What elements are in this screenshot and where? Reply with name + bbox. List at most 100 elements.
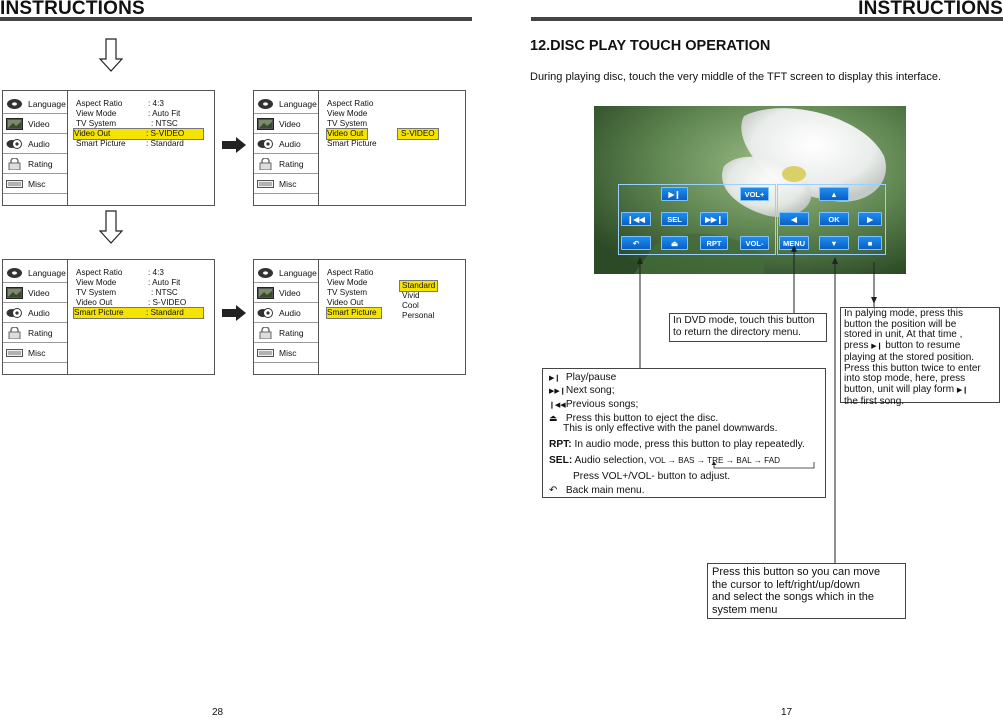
video-icon (257, 118, 274, 130)
setting-row-tv-system[interactable]: TV System: NTSC (76, 119, 178, 128)
sidebar-item-video[interactable]: Video (3, 114, 67, 134)
option-s-video-selected[interactable]: S-VIDEO (397, 128, 439, 140)
sidebar-item-rating[interactable]: Rating (3, 154, 67, 174)
misc-keyboard-icon (257, 349, 274, 357)
option-personal[interactable]: Personal (402, 311, 435, 320)
back-icon: ↶ (549, 485, 558, 497)
setting-row-view-mode[interactable]: View Mode (327, 109, 368, 118)
right-arrow-icon (222, 137, 246, 153)
sel-cycle-return-line (711, 462, 815, 469)
sidebar-item-misc[interactable]: Misc (3, 343, 67, 363)
right-page-number: 17 (781, 707, 793, 718)
sidebar-item-audio[interactable]: Audio (254, 134, 318, 154)
rating-lock-icon (8, 158, 21, 170)
sidebar-item-video[interactable]: Video (254, 283, 318, 303)
left-page-header: INSTRUCTIONS (0, 0, 145, 19)
setting-row-aspect-ratio[interactable]: Aspect Ratio: 4:3 (76, 268, 164, 277)
next-button[interactable]: ▶▶❙ (700, 212, 728, 226)
setting-row-view-mode[interactable]: View Mode (327, 278, 368, 287)
sidebar-item-rating[interactable]: Rating (254, 154, 318, 174)
callout-menu-button: In DVD mode, touch this button to return… (669, 313, 827, 342)
right-page-header: INSTRUCTIONS (858, 0, 1003, 19)
sidebar-item-rating[interactable]: Rating (254, 323, 318, 343)
down-arrow-icon (99, 38, 123, 72)
setting-row-smart-picture-selected[interactable]: Smart Picture: Standard (73, 307, 204, 319)
setting-row-tv-system[interactable]: TV System (327, 288, 368, 297)
sidebar-item-audio[interactable]: Audio (254, 303, 318, 323)
sidebar-item-language[interactable]: Language (3, 263, 67, 283)
setting-row-smart-picture-selected[interactable]: Smart Picture (326, 307, 461, 319)
setting-row-view-mode[interactable]: View Mode: Auto Fit (76, 278, 181, 287)
setting-row-video-out[interactable]: Video Out (327, 298, 364, 307)
previous-button[interactable]: ❙◀◀ (621, 212, 651, 226)
language-disc-icon (7, 268, 22, 278)
setting-row-video-out-selected[interactable]: Video Out: S-VIDEO (73, 128, 204, 140)
audio-speaker-icon (257, 308, 273, 318)
up-button[interactable]: ▲ (819, 187, 849, 201)
audio-speaker-icon (257, 139, 273, 149)
play-pause-button[interactable]: ▶❙ (661, 187, 688, 201)
option-standard-selected[interactable]: Standard (398, 280, 439, 292)
sidebar-item-misc[interactable]: Misc (254, 174, 318, 194)
osd-settings-list: Aspect Ratio: 4:3 View Mode: Auto Fit TV… (73, 99, 210, 149)
next-song-icon: ▶▶❙ (549, 388, 566, 396)
left-button[interactable]: ◀ (779, 212, 809, 226)
sidebar-item-misc[interactable]: Misc (3, 174, 67, 194)
setting-row-aspect-ratio[interactable]: Aspect Ratio (327, 268, 374, 277)
setting-row-tv-system[interactable]: TV System (327, 119, 368, 128)
vol-minus-button[interactable]: VOL- (740, 236, 769, 250)
sidebar-item-audio[interactable]: Audio (3, 303, 67, 323)
setting-row-smart-picture[interactable]: Smart Picture (327, 139, 377, 148)
option-cool[interactable]: Cool (402, 301, 419, 310)
tft-screen-interface[interactable]: ▶❙ VOL+ ▲ ❙◀◀ SEL ▶▶❙ ◀ OK ▶ ↶ ⏏ RPT VOL… (594, 106, 906, 274)
rating-lock-icon (8, 327, 21, 339)
language-disc-icon (258, 268, 273, 278)
setting-row-video-out-selected[interactable]: Video Out (325, 128, 461, 140)
sel-button[interactable]: SEL (661, 212, 688, 226)
audio-speaker-icon (6, 139, 22, 149)
sidebar-item-video[interactable]: Video (3, 283, 67, 303)
sidebar-item-audio[interactable]: Audio (3, 134, 67, 154)
audio-speaker-icon (6, 308, 22, 318)
stop-button[interactable]: ■ (858, 236, 882, 250)
setting-row-tv-system[interactable]: TV System: NTSC (76, 288, 178, 297)
sidebar-item-language[interactable]: Language (254, 263, 318, 283)
button-legend-box: ▶❙ Play/pause ▶▶❙ Next song; ❙◀◀ Previou… (542, 368, 826, 498)
play-pause-icon: ▶❙ (549, 375, 561, 382)
sidebar-item-misc[interactable]: Misc (254, 343, 318, 363)
back-button[interactable]: ↶ (621, 236, 651, 250)
section-title: 12.DISC PLAY TOUCH OPERATION (530, 38, 771, 54)
down-button[interactable]: ▼ (819, 236, 849, 250)
osd-settings-list: Aspect Ratio View Mode TV System Video O… (325, 99, 461, 149)
option-vivid[interactable]: Vivid (402, 291, 420, 300)
misc-keyboard-icon (257, 180, 274, 188)
setting-row-video-out[interactable]: Video Out: S-VIDEO (76, 298, 187, 307)
ok-button[interactable]: OK (819, 212, 849, 226)
sidebar-item-language[interactable]: Language (3, 94, 67, 114)
misc-keyboard-icon (6, 349, 23, 357)
vol-plus-button[interactable]: VOL+ (740, 187, 769, 201)
sidebar-item-rating[interactable]: Rating (3, 323, 67, 343)
eject-button[interactable]: ⏏ (661, 236, 688, 250)
setting-row-aspect-ratio[interactable]: Aspect Ratio: 4:3 (76, 99, 164, 108)
osd-settings-list: Aspect Ratio View Mode TV System Video O… (326, 268, 461, 319)
sidebar-item-language[interactable]: Language (254, 94, 318, 114)
section-intro: During playing disc, touch the very midd… (530, 71, 942, 83)
left-page-number: 28 (212, 707, 224, 718)
video-icon (257, 287, 274, 299)
eject-icon: ⏏ (549, 412, 558, 423)
rpt-button[interactable]: RPT (700, 236, 728, 250)
setting-row-aspect-ratio[interactable]: Aspect Ratio (327, 99, 374, 108)
play-pause-icon: ▶❙ (871, 343, 883, 351)
sidebar-item-video[interactable]: Video (254, 114, 318, 134)
setting-row-view-mode[interactable]: View Mode: Auto Fit (76, 109, 181, 118)
setting-row-smart-picture[interactable]: Smart Picture: Standard (76, 139, 184, 148)
right-button[interactable]: ▶ (858, 212, 882, 226)
left-header-rule (0, 17, 472, 21)
